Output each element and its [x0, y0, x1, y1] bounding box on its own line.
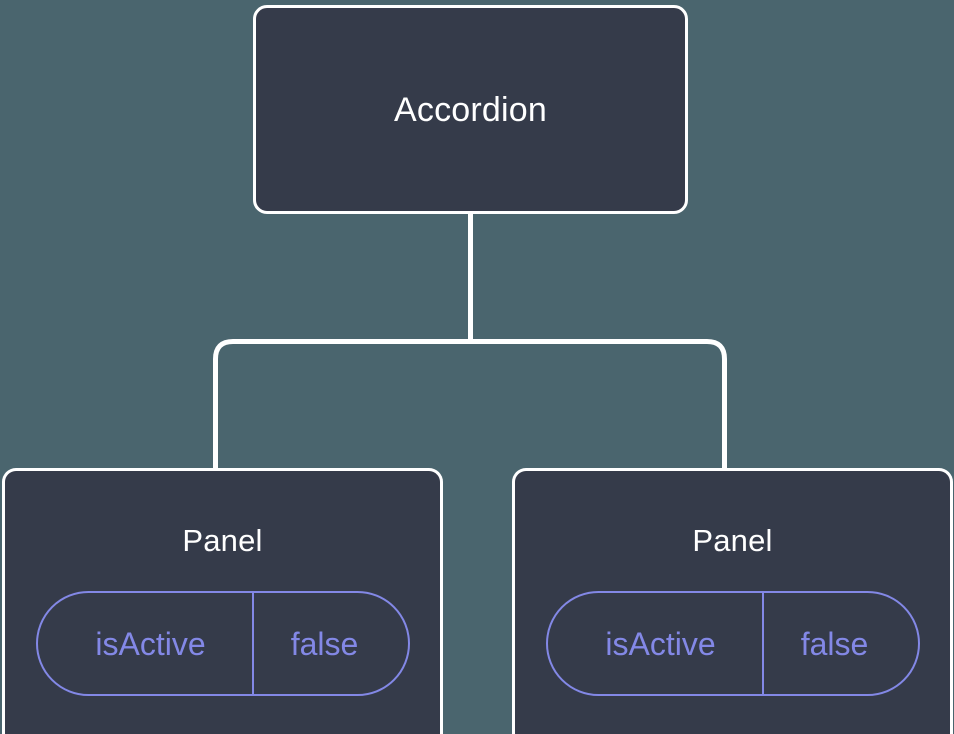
connector-branch-left [213, 339, 471, 470]
state-pill-right-key: isActive [548, 593, 764, 694]
node-panel-right-label: Panel [692, 523, 773, 558]
state-pill-right-value: false [800, 625, 869, 662]
node-accordion[interactable]: Accordion [253, 5, 688, 214]
state-pill-right[interactable]: isActive false [545, 591, 920, 696]
node-panel-left[interactable]: Panel isActive false [2, 468, 443, 734]
state-pill-left[interactable]: isActive false [35, 591, 410, 696]
connector-branch-right [470, 339, 727, 470]
node-panel-left-label: Panel [182, 523, 263, 558]
state-pill-left-value: false [290, 625, 359, 662]
node-panel-right[interactable]: Panel isActive false [512, 468, 953, 734]
node-accordion-label: Accordion [394, 90, 547, 129]
state-pill-left-key: isActive [38, 593, 254, 694]
